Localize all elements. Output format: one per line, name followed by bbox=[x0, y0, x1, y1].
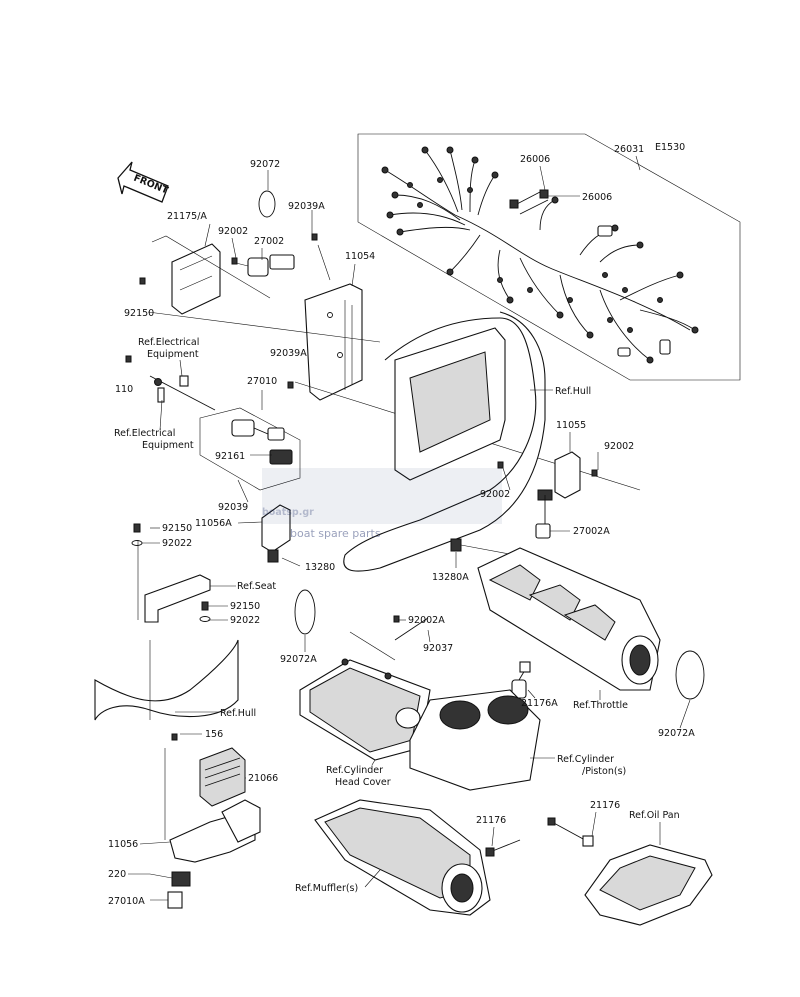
bracket-11055 bbox=[497, 451, 598, 539]
part-number-92161: 92161 bbox=[215, 451, 245, 462]
bolt-icon bbox=[393, 615, 400, 623]
relay-group-box bbox=[199, 407, 301, 491]
clamp-band-92072A bbox=[294, 589, 705, 700]
part-number-11055: 11055 bbox=[556, 420, 586, 431]
part-number-21066: 21066 bbox=[248, 773, 278, 784]
reference-electrical-equipment-line2: Equipment bbox=[147, 349, 199, 360]
main-wiring-harness bbox=[381, 146, 699, 364]
part-number-92150: 92150 bbox=[230, 601, 260, 612]
harness-connector-26006 bbox=[509, 189, 549, 215]
part-number-110: 110 bbox=[115, 384, 133, 395]
part-number-21176: 21176 bbox=[476, 815, 506, 826]
reference-muffler: Ref.Muffler(s) bbox=[295, 883, 358, 894]
part-number-92002: 92002 bbox=[218, 226, 248, 237]
part-number-21176: 21176 bbox=[590, 800, 620, 811]
part-number-92039A: 92039A bbox=[288, 201, 325, 212]
ecu-unit bbox=[171, 243, 221, 315]
sensor-21176 bbox=[485, 817, 594, 857]
part-number-11056: 11056 bbox=[108, 839, 138, 850]
diagram-code: E1530 bbox=[655, 142, 685, 153]
reference-cylinder-piston-line2: /Piston(s) bbox=[582, 766, 626, 777]
part-number-27002A: 27002A bbox=[573, 526, 610, 537]
part-number-27010: 27010 bbox=[247, 376, 277, 387]
part-number-92039: 92039 bbox=[218, 502, 248, 513]
reference-electrical-equipment-line2: Equipment bbox=[142, 440, 194, 451]
relay-27010A bbox=[149, 871, 191, 909]
part-number-220: 220 bbox=[108, 869, 126, 880]
reference-cylinder-head-cover: Ref.Cylinder bbox=[326, 765, 383, 776]
part-number-92002: 92002 bbox=[480, 489, 510, 500]
front-arrow-icon: FRONT bbox=[117, 161, 170, 203]
sensor-21176A bbox=[511, 661, 531, 699]
bracket-11056A bbox=[237, 479, 291, 563]
reference-electrical-equipment: Ref.Electrical bbox=[114, 428, 175, 439]
reference-seat: Ref.Seat bbox=[237, 581, 276, 592]
harness-panel-outline bbox=[357, 133, 741, 381]
part-number-11054: 11054 bbox=[345, 251, 375, 262]
bolt-icon bbox=[125, 233, 318, 389]
reference-oil-pan: Ref.Oil Pan bbox=[629, 810, 680, 821]
relay-27010 bbox=[231, 419, 293, 465]
part-number-156: 156 bbox=[205, 729, 223, 740]
reference-throttle: Ref.Throttle bbox=[573, 700, 628, 711]
clamp-band-92072 bbox=[258, 190, 276, 218]
watermark-brand: boatsp.gr bbox=[262, 507, 314, 518]
watermark: boatsp.gr boat spare parts bbox=[262, 468, 502, 540]
reference-electrical-equipment: Ref.Electrical bbox=[138, 337, 199, 348]
part-number-92002A: 92002A bbox=[408, 615, 445, 626]
watermark-tagline: boat spare parts bbox=[290, 527, 381, 540]
cylinder-block bbox=[409, 689, 541, 791]
part-number-11056A: 11056A bbox=[195, 518, 232, 529]
cylinder-head-cover bbox=[299, 617, 431, 761]
leader bbox=[317, 244, 331, 281]
hull-section-bottom bbox=[94, 639, 239, 721]
part-number-92022: 92022 bbox=[230, 615, 260, 626]
ecu-bracket-line bbox=[151, 235, 271, 299]
part-number-92002: 92002 bbox=[604, 441, 634, 452]
part-number-26031: 26031 bbox=[614, 144, 644, 155]
bracket-11056 bbox=[169, 799, 261, 863]
part-number-92022: 92022 bbox=[162, 538, 192, 549]
leader bbox=[349, 631, 396, 661]
part-number-92150: 92150 bbox=[162, 523, 192, 534]
part-number-21175A: 21175/A bbox=[167, 211, 207, 222]
part-number-21176A: 21176A bbox=[521, 698, 558, 709]
hull-section-top bbox=[343, 311, 546, 572]
leader-lines bbox=[128, 155, 691, 901]
part-number-26006: 26006 bbox=[582, 192, 612, 203]
part-number-27010A: 27010A bbox=[108, 896, 145, 907]
part-number-26006: 26006 bbox=[520, 154, 550, 165]
reference-cylinder-head-cover-line2: Head Cover bbox=[335, 777, 391, 788]
part-number-92150: 92150 bbox=[124, 308, 154, 319]
part-number-92037: 92037 bbox=[423, 643, 453, 654]
oil-pan bbox=[584, 844, 713, 926]
bracket-11054 bbox=[304, 283, 363, 401]
throttle-body bbox=[477, 547, 661, 691]
relay-27002 bbox=[231, 254, 295, 277]
part-number-92072A: 92072A bbox=[658, 728, 695, 739]
leader bbox=[147, 311, 381, 343]
muffler bbox=[314, 799, 491, 916]
regulator-21066 bbox=[171, 733, 246, 807]
seat-bracket bbox=[131, 523, 211, 623]
reference-hull: Ref.Hull bbox=[555, 386, 591, 397]
part-number-92072: 92072 bbox=[250, 159, 280, 170]
ground-cable-110 bbox=[149, 375, 216, 411]
part-number-13280: 13280 bbox=[305, 562, 335, 573]
part-number-13280A: 13280A bbox=[432, 572, 469, 583]
reference-hull: Ref.Hull bbox=[220, 708, 256, 719]
part-number-92039A: 92039A bbox=[270, 348, 307, 359]
part-number-92072A: 92072A bbox=[280, 654, 317, 665]
part-number-27002: 27002 bbox=[254, 236, 284, 247]
reference-cylinder-piston: Ref.Cylinder bbox=[557, 754, 614, 765]
